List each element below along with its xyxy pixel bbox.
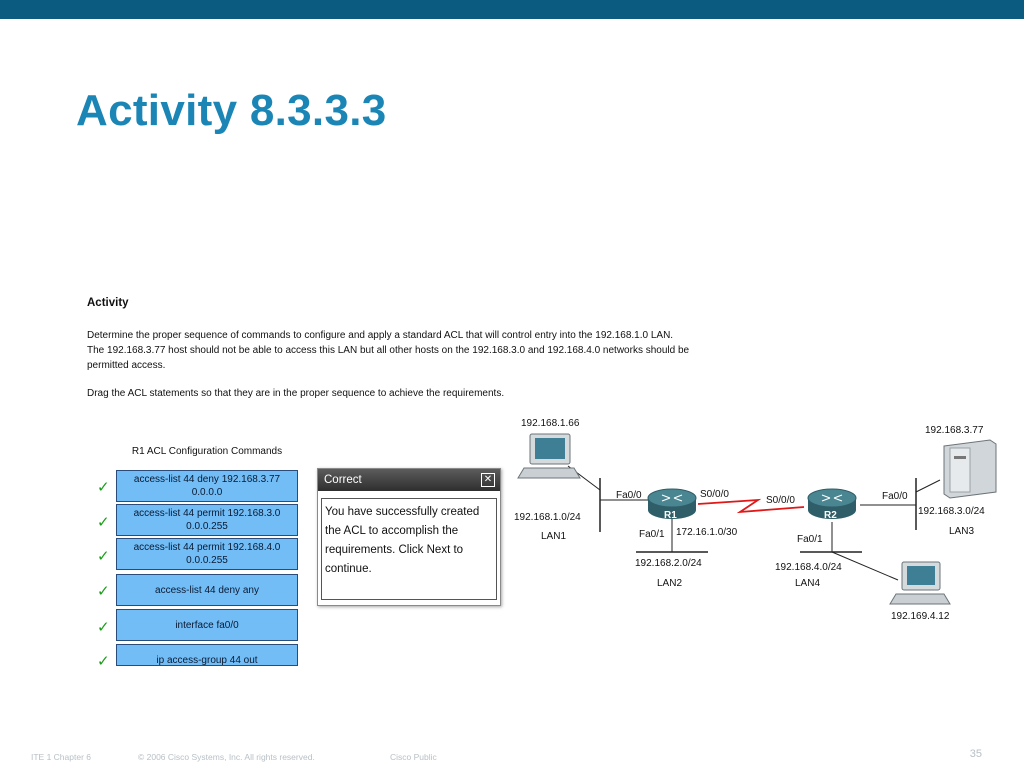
footer-copyright: © 2006 Cisco Systems, Inc. All rights re… [138,752,315,762]
activity-description: Determine the proper sequence of command… [87,330,690,371]
pc-icon [517,433,581,479]
acl-command-mask: 0.0.0.255 [186,555,228,566]
pc4-ip-label: 192.169.4.12 [891,611,950,622]
footer-classification: Cisco Public [390,752,437,762]
r1-s000-label: S0/0/0 [700,489,729,500]
lan1-network-label: 192.168.1.0/24 [514,512,581,523]
link-server-lan3 [915,479,941,493]
acl-command-4[interactable]: access-list 44 deny any [116,574,298,606]
checkmark-icon: ✓ [97,618,110,636]
server-ip-label: 192.168.3.77 [925,425,984,436]
server-icon [943,439,997,499]
checkmark-icon: ✓ [97,478,110,496]
lan2-name-label: LAN2 [657,578,682,589]
lan3-name-label: LAN3 [949,526,974,537]
r2-s000-label: S0/0/0 [766,495,795,506]
close-icon[interactable]: ✕ [481,473,495,487]
acl-command-mask: 0.0.0.0 [191,487,223,498]
r1-name-label: R1 [664,510,677,521]
activity-instruction: Drag the ACL statements so that they are… [87,388,505,399]
acl-panel-title: R1 ACL Configuration Commands [131,446,283,457]
correct-dialog: Correct ✕ You have successfully created … [317,468,501,606]
acl-command-mask: 0.0.0.255 [186,521,228,532]
lan4-network-label: 192.168.4.0/24 [775,562,842,573]
serial-network-label: 172.16.1.0/30 [676,527,738,538]
acl-command-1[interactable]: access-list 44 deny 192.168.3.77 0.0.0.0 [116,470,298,502]
lan2-network-label: 192.168.2.0/24 [635,558,702,569]
checkmark-icon: ✓ [97,513,110,531]
r2-name-label: R2 [824,510,837,521]
page-number: 35 [969,748,982,760]
lan4-name-label: LAN4 [795,578,820,589]
top-banner [0,0,1024,19]
lan3-network-label: 192.168.3.0/24 [918,506,985,517]
checkmark-icon: ✓ [97,582,110,600]
acl-command-text: access-list 44 deny 192.168.3.77 [133,474,281,485]
link-pc4-lan4 [831,551,899,581]
acl-command-text: access-list 44 permit 192.168.4.0 [133,542,281,553]
activity-heading: Activity [87,297,129,309]
r2-fa00-label: Fa0/0 [882,491,908,502]
network-topology: 192.168.1.66 192.168.1.0/24 LAN1 Fa0/0 R… [514,418,997,622]
pc-icon [889,561,951,605]
acl-command-text: access-list 44 deny any [155,584,259,596]
pc1-ip-label: 192.168.1.66 [521,418,580,429]
lan1-name-label: LAN1 [541,531,566,542]
acl-command-text: ip access-group 44 out [156,655,258,666]
acl-command-3[interactable]: access-list 44 permit 192.168.4.0 0.0.0.2… [116,538,298,570]
slide-title: Activity 8.3.3.3 [76,86,387,135]
dialog-message: You have successfully created the ACL to… [321,498,497,600]
checkmark-icon: ✓ [97,652,110,670]
r1-fa00-label: Fa0/0 [616,490,642,501]
router-r2-icon [807,488,857,519]
acl-command-text: interface fa0/0 [175,619,239,631]
dialog-title: Correct [324,474,362,486]
r1-fa01-label: Fa0/1 [639,529,665,540]
acl-command-6[interactable]: ip access-group 44 out [116,644,298,666]
dialog-header: Correct ✕ [318,469,500,491]
acl-command-2[interactable]: access-list 44 permit 192.168.3.0 0.0.0.2… [116,504,298,536]
checkmark-icon: ✓ [97,547,110,565]
footer-course: ITE 1 Chapter 6 [31,752,92,762]
r2-fa01-label: Fa0/1 [797,534,823,545]
serial-link [697,498,805,514]
acl-command-text: access-list 44 permit 192.168.3.0 [133,508,281,519]
acl-command-5[interactable]: interface fa0/0 [116,609,298,641]
router-r1-icon [647,488,697,519]
